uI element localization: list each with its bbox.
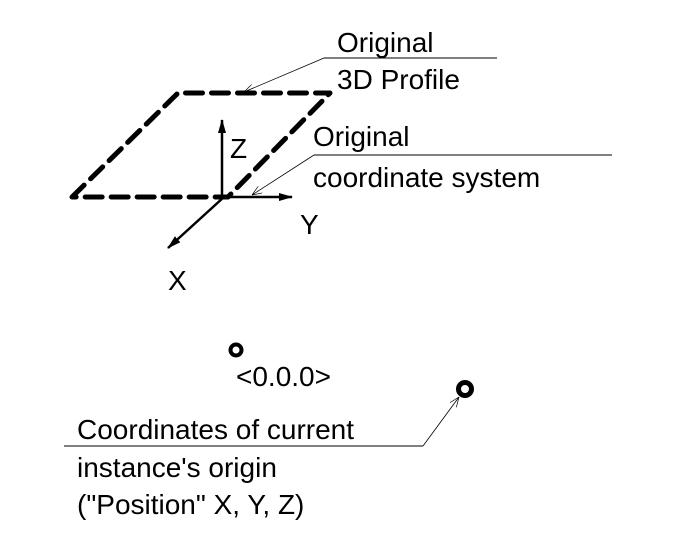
- instance-label-line1: Coordinates of current: [77, 414, 354, 445]
- instance-label-line2: instance's origin: [77, 452, 277, 483]
- cs-label-line1: Original: [313, 121, 409, 152]
- profile-leader: [244, 57, 325, 92]
- instance-leader: [422, 397, 459, 447]
- axis-y-label: Y: [300, 209, 319, 240]
- instance-label-line3: ("Position" X, Y, Z): [77, 489, 304, 520]
- coordinate-system-callout: Original coordinate system: [252, 121, 612, 195]
- cs-leader: [252, 154, 315, 195]
- profile-label-line2: 3D Profile: [337, 64, 460, 95]
- axis-z-label: Z: [230, 133, 247, 164]
- coordinate-system: Z Y X: [167, 119, 319, 296]
- cs-label-line2: coordinate system: [313, 162, 540, 193]
- instance-origin-callout: Coordinates of current instance's origin…: [64, 380, 474, 520]
- original-3d-profile: [69, 90, 333, 200]
- profile-callout: Original 3D Profile: [244, 27, 497, 95]
- origin-marker: <0.0.0>: [228, 342, 331, 392]
- origin-point-icon: [228, 342, 244, 358]
- instance-origin-point-icon: [456, 380, 474, 398]
- axis-x-label: X: [168, 265, 187, 296]
- x-axis-arrow: [167, 196, 225, 249]
- origin-coords-label: <0.0.0>: [236, 361, 331, 392]
- profile-label-line1: Original: [337, 27, 433, 58]
